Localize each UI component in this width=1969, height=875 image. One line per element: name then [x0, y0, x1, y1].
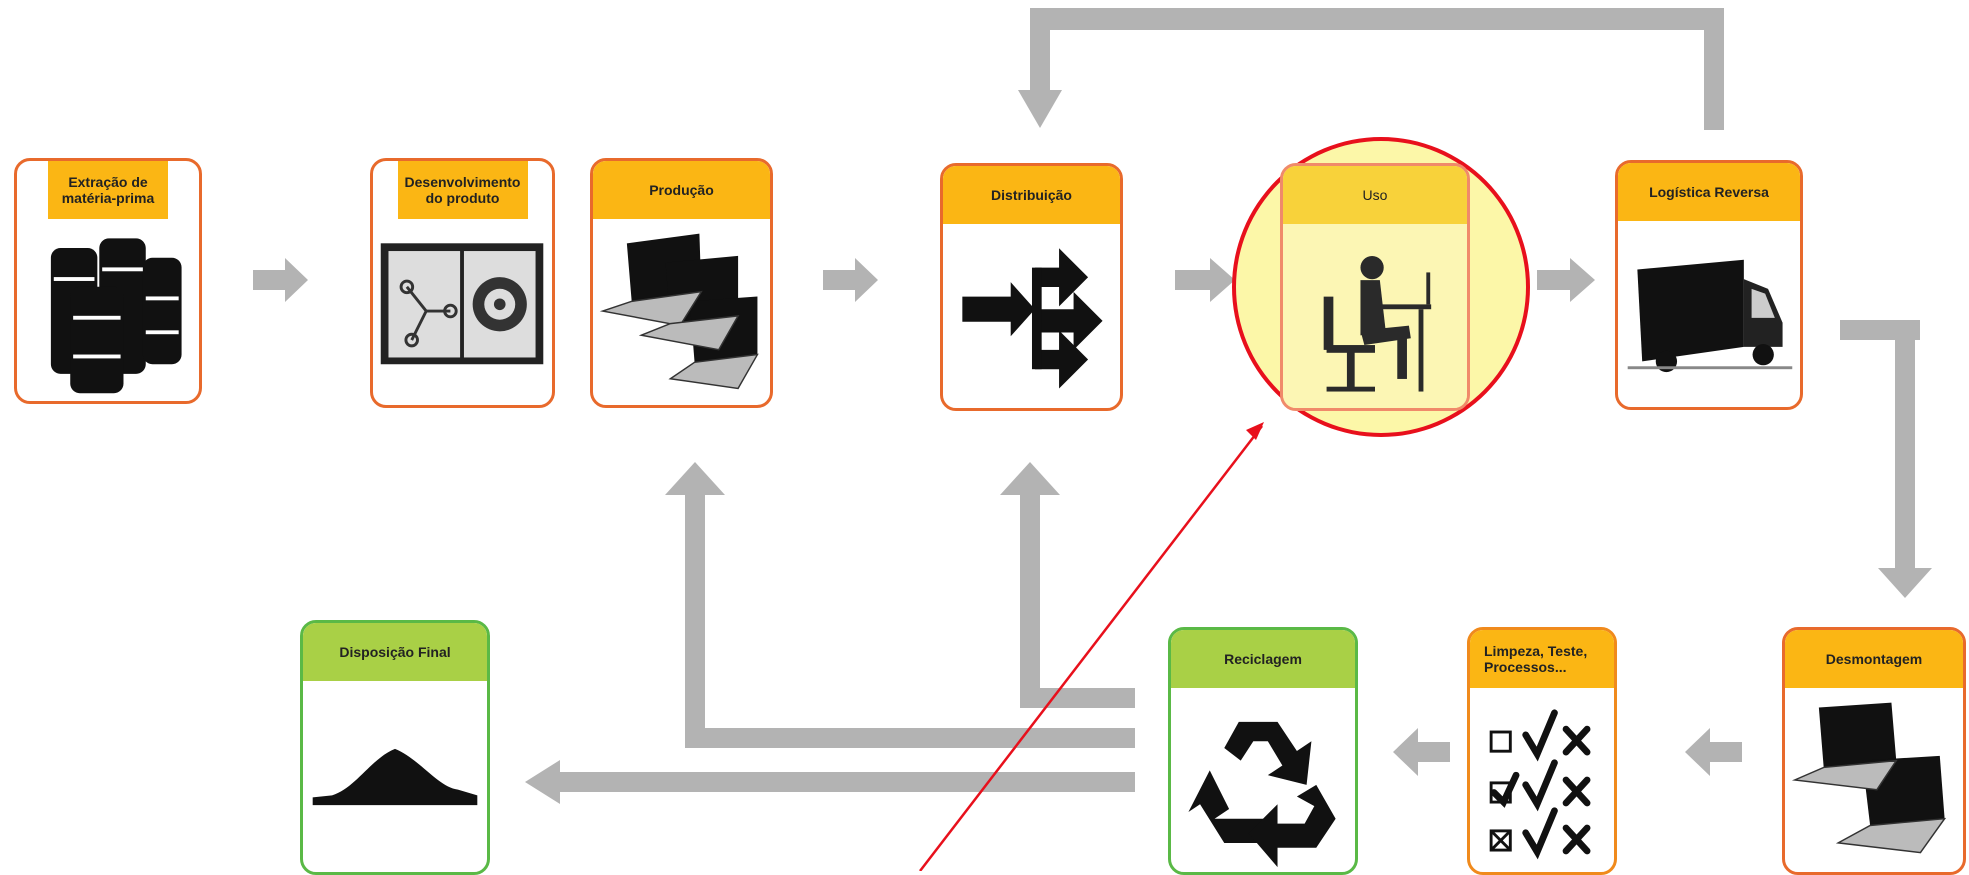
annotation-line [919, 425, 1263, 871]
arrowhead-up-distribuicao [1000, 462, 1060, 495]
stage-desmontagem-label: Desmontagem [1785, 630, 1963, 688]
loop-arrow-top [1030, 8, 1724, 30]
oil-barrels-icon [17, 219, 199, 401]
stage-logistica: Logística Reversa [1615, 160, 1803, 410]
loop-arrow-top-left [1030, 8, 1050, 90]
arrow-reciclagem-disposicao [555, 772, 1135, 792]
arrow-distribuicao-uso [1175, 258, 1235, 302]
stage-desenvolvimento-label: Desenvolvimento do produto [397, 161, 528, 219]
stage-extracao-label: Extração de matéria-prima [48, 161, 168, 219]
arrowhead-down-desmontagem [1878, 568, 1932, 598]
stage-producao: Produção [590, 158, 773, 408]
laptops-disassembly-icon [1785, 688, 1963, 872]
truck-icon [1618, 221, 1800, 407]
stage-desenvolvimento: Desenvolvimento do produto [370, 158, 555, 408]
laptops-production-icon [593, 219, 770, 405]
arrowhead-left-disposicao [525, 760, 560, 804]
stage-reciclagem: Reciclagem [1168, 627, 1358, 875]
arrow-extracao-desenvolvimento [253, 258, 308, 302]
stage-extracao: Extração de matéria-prima [14, 158, 202, 404]
stage-desmontagem: Desmontagem [1782, 627, 1966, 875]
landfill-mound-icon [303, 681, 487, 872]
arrow-limpeza-reciclagem [1393, 728, 1450, 776]
stage-uso-label: Uso [1283, 166, 1467, 224]
stage-distribuicao-label: Distribuição [943, 166, 1120, 224]
product-design-icon [373, 219, 552, 405]
annotation-arrowhead [1246, 422, 1264, 440]
loop-arrowhead-down [1018, 90, 1062, 128]
arrow-desmontagem-limpeza [1685, 728, 1742, 776]
loop-arrow-top-right [1704, 8, 1724, 130]
loop-reciclagem-distribuicao-v [1020, 490, 1040, 708]
person-at-desk-icon [1283, 224, 1467, 408]
stage-reciclagem-label: Reciclagem [1171, 630, 1355, 688]
stage-logistica-label: Logística Reversa [1618, 163, 1800, 221]
arrow-producao-distribuicao [823, 258, 878, 302]
stage-limpeza-label: Limpeza, Teste, Processos... [1470, 630, 1614, 688]
arrow-down-right [1895, 320, 1915, 568]
stage-limpeza: Limpeza, Teste, Processos... [1467, 627, 1617, 875]
loop-reciclagem-producao-h [685, 728, 1135, 748]
stage-disposicao: Disposição Final [300, 620, 490, 875]
recycle-icon [1171, 688, 1355, 872]
checklist-icon [1470, 688, 1614, 872]
stage-producao-label: Produção [593, 161, 770, 219]
loop-reciclagem-producao-v [685, 490, 705, 748]
stage-disposicao-label: Disposição Final [303, 623, 487, 681]
stage-distribuicao: Distribuição [940, 163, 1123, 411]
distribution-arrows-icon [943, 224, 1120, 408]
arrow-uso-logistica [1537, 258, 1595, 302]
arrowhead-up-producao [665, 462, 725, 495]
stage-uso: Uso [1280, 163, 1470, 411]
